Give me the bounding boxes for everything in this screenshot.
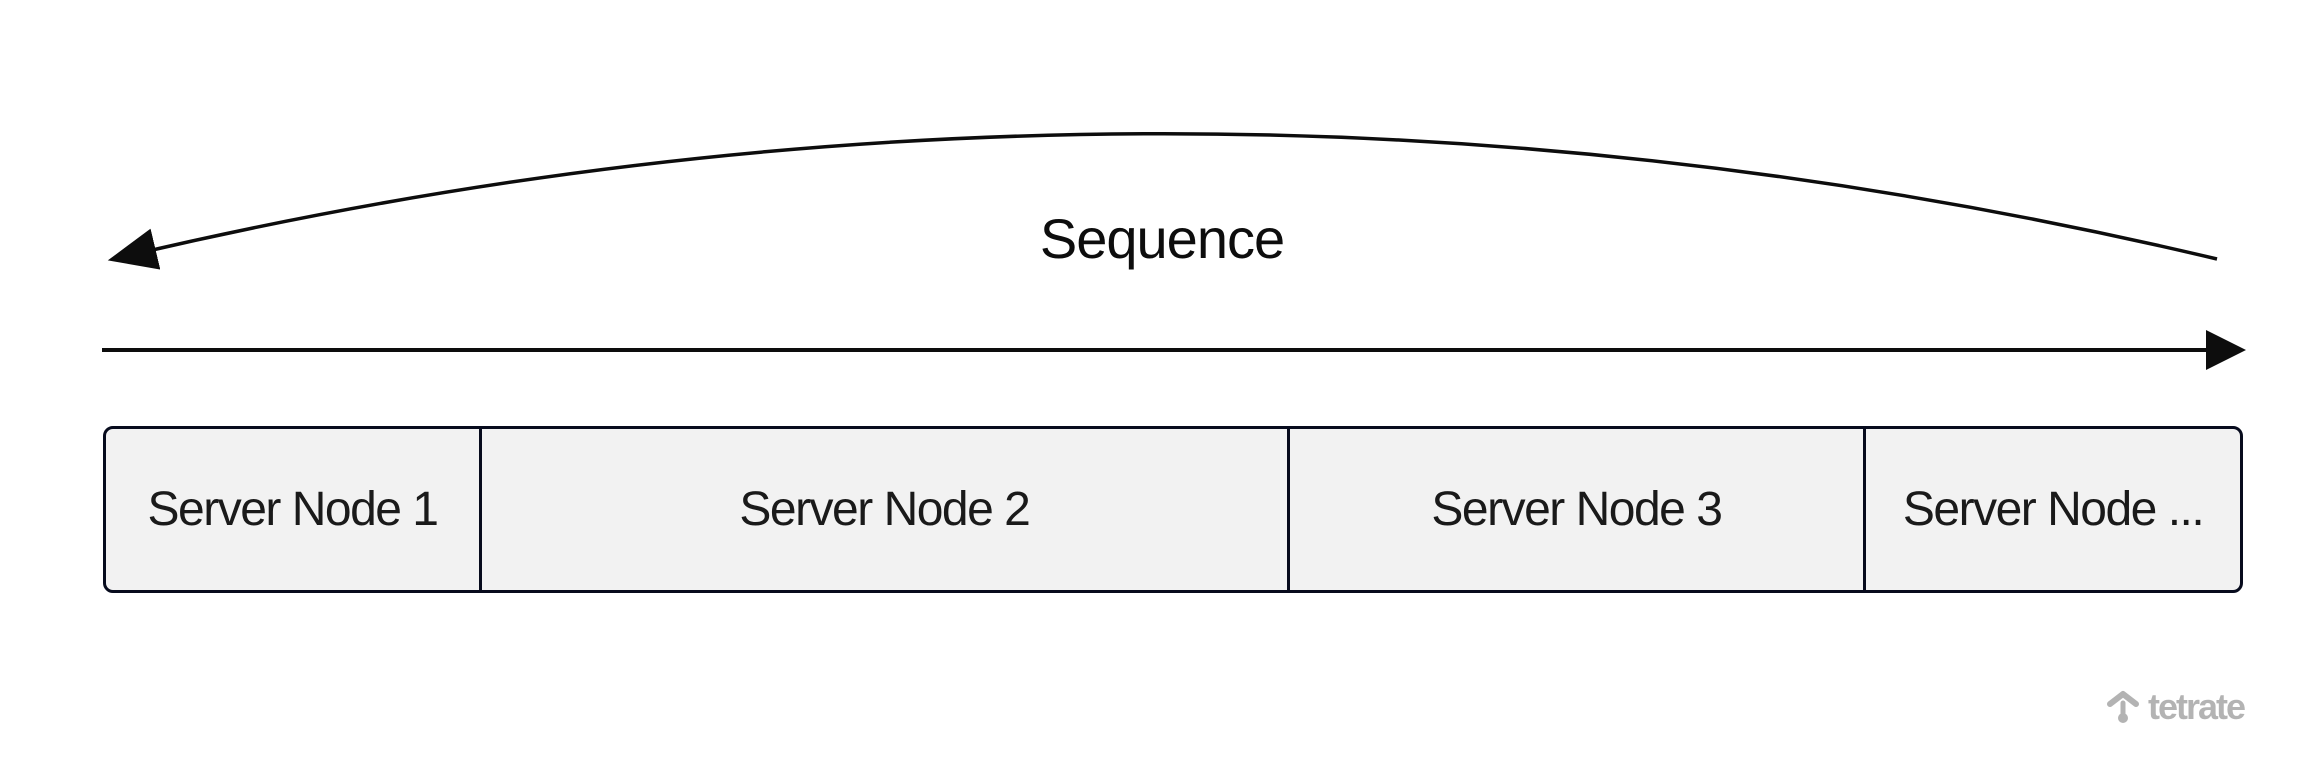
tetrate-arrow-icon xyxy=(2106,691,2139,723)
brand-logo: tetrate xyxy=(2106,686,2246,728)
server-node-more-label: Server Node ... xyxy=(1902,483,2205,536)
server-node-row: Server Node 1 Server Node 2 Server Node … xyxy=(103,426,2243,593)
server-node-more: Server Node ... xyxy=(1866,429,2240,590)
sequence-label: Sequence xyxy=(1039,207,1285,270)
sequence-curve-arrow xyxy=(107,132,2218,270)
server-node-2: Server Node 2 xyxy=(482,429,1290,590)
server-node-3: Server Node 3 xyxy=(1290,429,1867,590)
server-node-1: Server Node 1 xyxy=(106,429,482,590)
server-node-2-label: Server Node 2 xyxy=(739,483,1031,536)
server-node-1-label: Server Node 1 xyxy=(147,483,440,536)
brand-wordmark: tetrate xyxy=(2147,686,2246,727)
server-node-3-label: Server Node 3 xyxy=(1431,483,1723,536)
